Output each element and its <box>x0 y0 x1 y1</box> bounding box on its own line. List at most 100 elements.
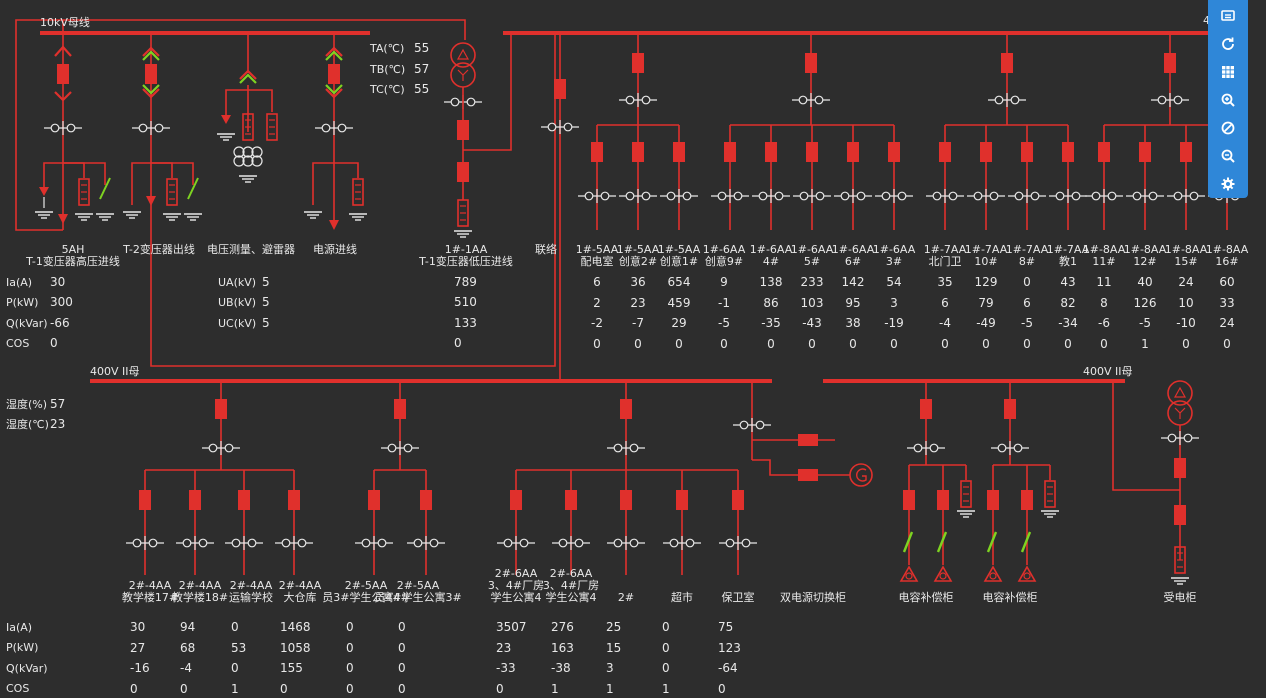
chevron-up-icon <box>325 46 343 57</box>
settings-button[interactable] <box>1208 170 1248 198</box>
hv-feeder-name: 5AH T-1变压器高压进线 <box>26 243 120 268</box>
bottom-feeder-value: 0 <box>346 620 354 634</box>
disconnector <box>552 536 590 550</box>
voltage-transformer-icon <box>242 155 254 167</box>
top-feeder-value: -6 <box>1098 316 1110 330</box>
disconnector <box>926 189 964 203</box>
disconnector <box>619 93 657 107</box>
generator-mark <box>856 468 867 482</box>
bottom-feeder-name: 2#-6AA 3、4#厂房 学生公寓4 <box>487 567 545 604</box>
ground-icon <box>349 213 367 221</box>
wye-mark <box>1179 407 1186 414</box>
bottom-feeder-value: 0 <box>280 681 288 696</box>
disconnector <box>1126 189 1164 203</box>
breaker <box>1098 142 1110 162</box>
breaker <box>189 490 201 510</box>
breaker <box>632 142 644 162</box>
feeder-loop <box>15 19 64 231</box>
disconnector <box>988 93 1026 107</box>
disconnector <box>619 189 657 203</box>
breaker <box>724 142 736 162</box>
bottom-feeder-value: 0 <box>180 681 188 696</box>
branch <box>752 459 808 476</box>
disconnector <box>1008 189 1046 203</box>
top-feeder-value: 0 <box>1023 336 1031 351</box>
top-feeder-value: -10 <box>1176 316 1196 330</box>
bottom-feeder-value: 0 <box>718 681 726 696</box>
breaker <box>1004 399 1016 419</box>
top-feeder-value: 0 <box>767 336 775 351</box>
meas-label-ia: Ia(A) <box>6 621 33 634</box>
hv-feeder-name: T-2变压器出线 <box>123 243 195 256</box>
top-feeder-name: 1#-7AA 10# <box>964 243 1008 268</box>
toolbar <box>1208 0 1248 198</box>
top-feeder-value: 1 <box>1141 336 1149 351</box>
top-feeder-value: 79 <box>978 295 994 310</box>
grid-button[interactable] <box>1208 58 1248 86</box>
breaker <box>847 142 859 162</box>
chevron-down-icon <box>325 88 343 99</box>
branch <box>63 162 106 185</box>
disconnector <box>176 536 214 550</box>
top-feeder-value: 0 <box>593 336 601 351</box>
top-feeder-value: -19 <box>884 316 904 330</box>
disconnector <box>1161 431 1199 445</box>
bottom-feeder-value: 0 <box>662 620 670 634</box>
breaker <box>57 64 69 84</box>
meas-label-p: P(kW) <box>6 641 39 654</box>
top-feeder-value: 6 <box>593 275 601 289</box>
top-feeder-value: -34 <box>1058 316 1078 330</box>
ban-button[interactable] <box>1208 114 1248 142</box>
arrow-down-icon <box>221 115 231 124</box>
top-feeder-value: 0 <box>982 336 990 351</box>
breaker <box>1139 142 1151 162</box>
disconnector <box>578 189 616 203</box>
delta-icon <box>456 48 470 60</box>
generator-icon <box>849 463 873 487</box>
bottom-feeder-value: 1058 <box>280 640 311 655</box>
bottom-feeder-value: 1 <box>551 681 559 696</box>
top-feeder-value: 54 <box>886 275 902 289</box>
top-feeder-value: 95 <box>845 295 861 310</box>
chevron-down-icon <box>142 88 160 99</box>
bottom-feeder-value: 0 <box>346 661 354 675</box>
breaker <box>1001 53 1013 73</box>
bottom-feeder-name: 保卫室 <box>721 591 755 604</box>
arrow-down-icon <box>146 196 156 206</box>
top-feeder-value: 6 <box>1023 295 1031 310</box>
bottom-feeder-value: 276 <box>551 620 574 634</box>
refresh-button[interactable] <box>1208 30 1248 58</box>
breaker <box>510 490 522 510</box>
bottom-feeder-name: 2#-5AA 员3#学生公寓4# <box>322 579 410 604</box>
disconnector <box>497 536 535 550</box>
branch <box>151 162 173 178</box>
disconnector <box>907 441 945 455</box>
disconnector <box>607 536 645 550</box>
disconnector <box>275 536 313 550</box>
ground-icon <box>239 175 257 183</box>
top-feeder-value: 0 <box>634 336 642 351</box>
top-feeder-name: 1#-6AA 4# <box>749 243 793 268</box>
top-feeder-name: 1#-8AA 15# <box>1164 243 1208 268</box>
zoom-in-button[interactable] <box>1208 86 1248 114</box>
t2-feed <box>150 33 556 367</box>
ground-icon <box>35 211 53 219</box>
top-feeder-value: 40 <box>1137 275 1153 289</box>
capacitor-mark <box>905 572 913 580</box>
bottom-feeder-name: 2#-4AA 教学楼18# <box>171 579 229 604</box>
disconnector <box>44 121 82 135</box>
tb-value: 57 <box>414 62 430 76</box>
zoom-out-icon <box>1221 149 1235 163</box>
top-feeder-value: 10 <box>1178 295 1194 310</box>
top-feeder-value: 0 <box>849 336 857 351</box>
top-feeder-value: 33 <box>1219 295 1235 310</box>
bottom-feeder-name: 2# <box>617 591 635 604</box>
breaker <box>1180 142 1192 162</box>
meas-label-cos: COS <box>6 337 30 350</box>
zoom-out-button[interactable] <box>1208 142 1248 170</box>
breaker <box>798 469 818 481</box>
monitor-button[interactable] <box>1208 2 1248 30</box>
disconnector <box>875 189 913 203</box>
top-feeder-name: 1#-6AA 创意9# <box>702 243 746 268</box>
bottom-feeder-value: -4 <box>180 661 192 675</box>
